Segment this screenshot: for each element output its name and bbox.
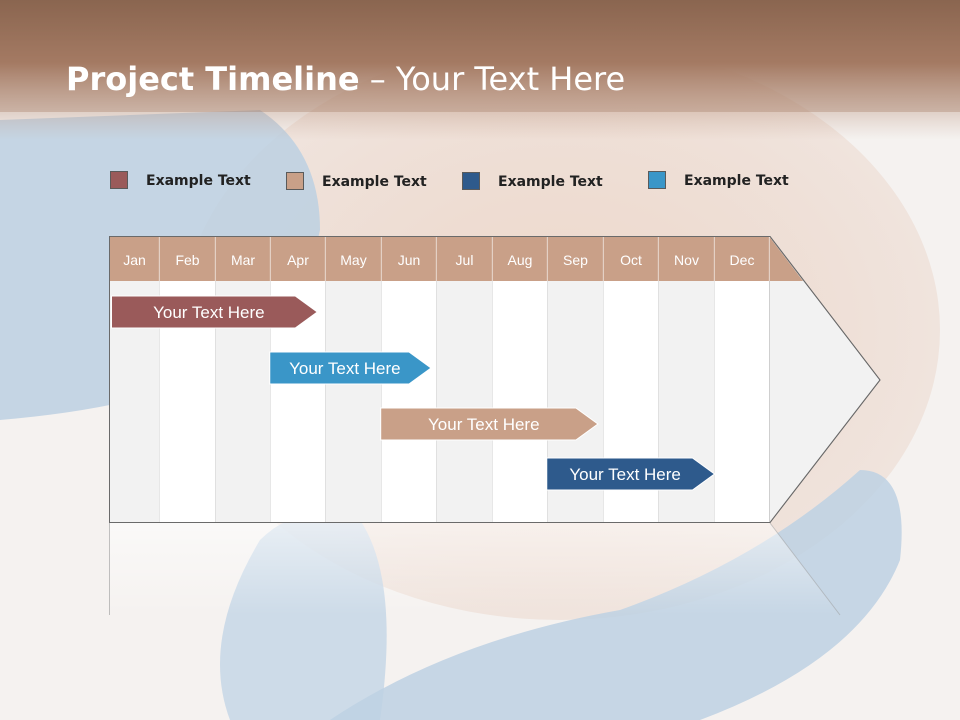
legend-label: Example Text [146,173,251,189]
timeline-reflection [109,523,840,615]
legend-swatch [110,171,128,189]
timeline-outline [109,236,881,523]
month-header-cell [436,237,493,281]
task-bar [269,351,432,385]
month-label: Jan [123,252,146,268]
month-label: Oct [620,252,642,268]
month-header-cell [325,237,382,281]
task-label: Your Text Here [569,465,681,484]
month-column [381,281,437,522]
month-header-cell [547,237,604,281]
month-label: Sep [563,252,588,268]
month-header-cell [270,237,326,281]
month-label: Jul [456,252,474,268]
legend-label: Example Text [684,173,789,189]
task-label: Your Text Here [153,303,265,322]
month-header-cell [603,237,659,281]
month-header-cell [215,237,271,281]
title-bold: Project Timeline [66,60,360,98]
month-column [714,281,770,522]
month-label: Nov [674,252,699,268]
month-label: Jun [398,252,421,268]
page-title: Project Timeline – Your Text Here [66,60,625,98]
month-header-cell [492,237,548,281]
task-label: Your Text Here [289,359,401,378]
month-label: Dec [730,252,755,268]
legend-swatch [286,172,304,190]
legend-label: Example Text [498,174,603,190]
task-label: Your Text Here [428,415,540,434]
legend-swatch [462,172,480,190]
header-arrow-tip [769,237,803,281]
month-label: Aug [508,252,533,268]
month-label: Mar [231,252,255,268]
month-header-cell [658,237,715,281]
month-label: May [340,252,366,268]
month-header-cell [159,237,216,281]
task-bar [546,457,716,491]
month-header-cell [109,237,160,281]
legend-swatch [648,171,666,189]
month-label: Feb [175,252,199,268]
month-column [325,281,382,522]
task-bar [111,295,319,329]
month-header-cell [714,237,770,281]
month-label: Apr [287,252,309,268]
month-column [492,281,548,522]
title-rest: – Your Text Here [359,60,626,98]
legend-label: Example Text [322,174,427,190]
task-bar [380,407,599,441]
month-header-cell [381,237,437,281]
month-column [436,281,493,522]
